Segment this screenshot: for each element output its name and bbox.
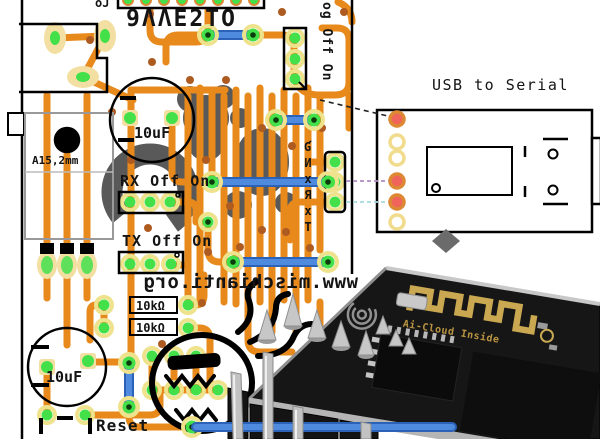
tx-header-outline: [117, 250, 185, 275]
cap-top-outline: [108, 76, 196, 164]
polarity-marks: [31, 96, 136, 434]
fiducial-ring: [539, 328, 554, 343]
resistor2-outline: [129, 318, 178, 336]
jumper-end-pads: [118, 24, 339, 438]
regulator-hole: [53, 126, 81, 154]
gnd-mapping-line: [319, 99, 393, 118]
usb-pin-dot: [388, 193, 406, 211]
jumper-wires: [118, 24, 339, 438]
prog-header-outline: [282, 26, 308, 91]
mirrored-part-label: 9ΛΛE2TO: [126, 6, 237, 32]
cap-top-label: 10uF: [134, 124, 171, 142]
chip-pin1-dot: [431, 183, 441, 193]
connector-fragment-label: oJ: [95, 0, 110, 10]
cap-bottom-outline: [26, 326, 108, 408]
usb-pin-dot: [388, 110, 406, 128]
silkscreen-outlines: [7, 0, 354, 439]
long-header-pins: [230, 351, 372, 439]
resistor1-label: 10kΩ: [136, 299, 165, 313]
top-left-connector-outline: [19, 22, 109, 94]
resistor2-label: 10kΩ: [136, 321, 165, 335]
pcb-antenna: [406, 285, 538, 335]
wifi-logo-icon: [346, 299, 378, 330]
top-connector-outline: [116, 0, 266, 10]
usb-pin-dot: [388, 172, 406, 190]
usb-connector-tab: [590, 136, 600, 206]
cap-bottom-label: 10uF: [46, 368, 83, 386]
panel-marks: [523, 137, 568, 206]
reset-label: Reset: [96, 416, 150, 435]
usb-chip-outline: [426, 146, 513, 196]
usb-to-serial-title: USB to Serial: [432, 76, 569, 94]
arrow-marker: [432, 229, 460, 253]
usb-pin-dot: [388, 149, 406, 167]
regulator-pins: [40, 243, 94, 254]
rx-jumper-label: RX Off On: [120, 172, 211, 190]
regulator-dimension-label: A15,2mm: [32, 154, 79, 167]
esp-chip: [459, 351, 600, 439]
usb-serial-panel: [319, 99, 600, 234]
regulator-pads: [37, 251, 97, 279]
usb-pin-dots: [388, 110, 406, 231]
regulator-outline: [24, 112, 114, 240]
board-edge-highlight: [385, 266, 600, 306]
rx-header-outline: [117, 190, 185, 215]
usb-pin-dot: [388, 213, 406, 231]
usb-pin-dot: [388, 133, 406, 151]
crystal: [395, 292, 428, 311]
serial-pin-labels: ƓͶxЯxT: [301, 140, 315, 236]
tx-jumper-label: TX Off On: [122, 232, 213, 250]
resistor1-outline: [129, 296, 178, 314]
pin-mapping-lines: [319, 99, 393, 203]
solder-cones: [257, 292, 417, 359]
